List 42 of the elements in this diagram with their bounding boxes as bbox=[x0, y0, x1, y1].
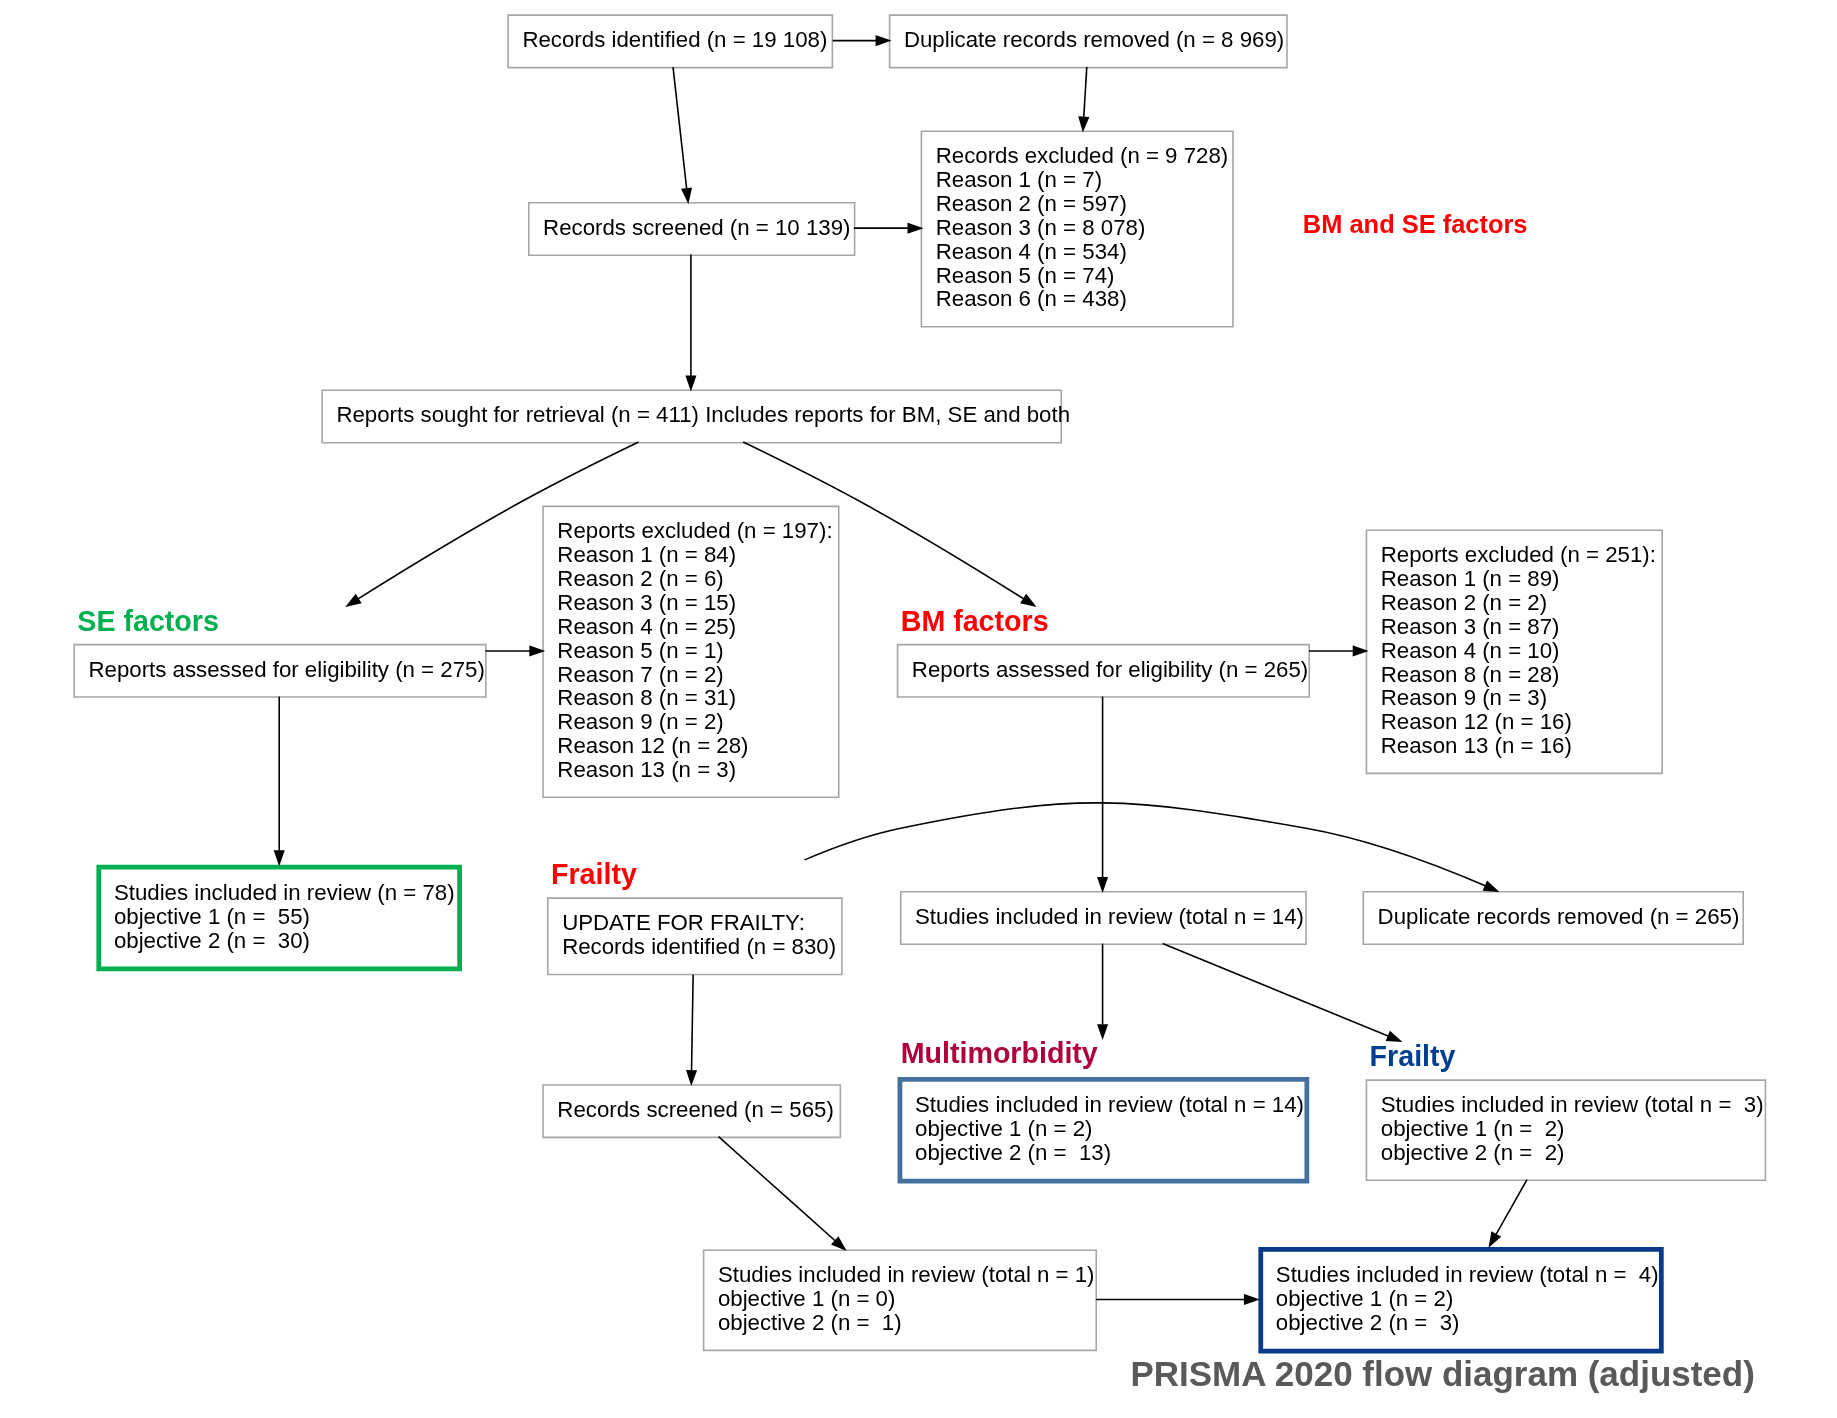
node-box: Records screened (n = 10 139) bbox=[527, 201, 855, 256]
node-label: Frailty bbox=[1369, 1040, 1455, 1073]
node-box: Studies included in review (total n = 1) objective 1 (n = 0) objective 2 (n = 1) bbox=[702, 1249, 1097, 1352]
arrow bbox=[852, 222, 923, 234]
arrow bbox=[1096, 695, 1108, 893]
node-box: Reports assessed for eligibility (n = 275) bbox=[72, 643, 487, 698]
node-box: Records excluded (n = 9 728) Reason 1 (n = 7) Reason 2 (n = 597) Reason 3 (n = 8 078) Reason 4 (n = 534) Reason 5 (n = 74) Reason 6 (n = 438) bbox=[920, 130, 1234, 328]
node-box: Studies included in review (total n = 3) objective 1 (n = 2) objective 2 (n = 2) bbox=[1365, 1079, 1766, 1182]
arrow bbox=[1077, 66, 1089, 133]
arrow bbox=[1096, 942, 1108, 1041]
arrow bbox=[484, 645, 545, 657]
arrow bbox=[273, 695, 285, 867]
arrow bbox=[684, 253, 696, 392]
label: BM and SE factors bbox=[1302, 209, 1527, 238]
arrow bbox=[803, 802, 1499, 892]
node-label: BM factors bbox=[900, 604, 1049, 637]
node-box: Studies included in review (total n = 14) bbox=[899, 891, 1307, 946]
node-label: SE factors bbox=[76, 604, 219, 637]
node-box: Reports assessed for eligibility (n = 265) bbox=[896, 643, 1310, 698]
arrow bbox=[717, 1135, 847, 1252]
arrow bbox=[1161, 942, 1402, 1042]
node-label: Frailty bbox=[550, 858, 637, 891]
node-box: Reports excluded (n = 251): Reason 1 (n = 89) Reason 2 (n = 2) Reason 3 (n = 87) Reason 4 (n = 10) Reason 8 (n = 28) Reason 9 (n = 3) Reason 12 (n = 16) Reason 13 (n = 16) bbox=[1365, 529, 1663, 775]
node-box: UPDATE FOR FRAILTY: Records identified (n = 830) bbox=[546, 897, 843, 976]
node-box: Duplicate records removed (n = 8 969) bbox=[888, 14, 1288, 69]
node-box: Duplicate records removed (n = 265) bbox=[1362, 891, 1744, 946]
node-box: Reports excluded (n = 197): Reason 1 (n = 84) Reason 2 (n = 6) Reason 3 (n = 15) Reason 4 (n = 25) Reason 5 (n = 1) Reason 7 (n = 2) Reason 8 (n = 31) Reason 9 (n = 2) Reason 12 (n = 28) Reason 13 (n = 3) bbox=[541, 505, 840, 798]
arrow bbox=[1094, 1293, 1260, 1306]
arrow bbox=[685, 974, 697, 1087]
node-box: Records screened (n = 565) bbox=[541, 1084, 841, 1139]
arrow bbox=[1488, 1178, 1528, 1248]
arrow bbox=[1307, 645, 1369, 657]
arrow bbox=[831, 35, 892, 47]
node-box: Studies included in review (n = 78) objective 1 (n = 55) objective 2 (n = 30) bbox=[95, 864, 462, 972]
node-box: Studies included in review (total n = 14) objective 1 (n = 2) objective 2 (n = 13) bbox=[897, 1077, 1309, 1184]
arrow bbox=[741, 441, 1037, 607]
node-label: Multimorbidity bbox=[900, 1037, 1098, 1070]
node-box: Records identified (n = 19 108) bbox=[506, 14, 833, 69]
arrow bbox=[344, 441, 639, 607]
arrow bbox=[671, 66, 692, 204]
node-box: Studies included in review (total n = 4) objective 1 (n = 2) objective 2 (n = 3) bbox=[1257, 1247, 1664, 1354]
caption: PRISMA 2020 flow diagram (adjusted) bbox=[1129, 1353, 1755, 1393]
